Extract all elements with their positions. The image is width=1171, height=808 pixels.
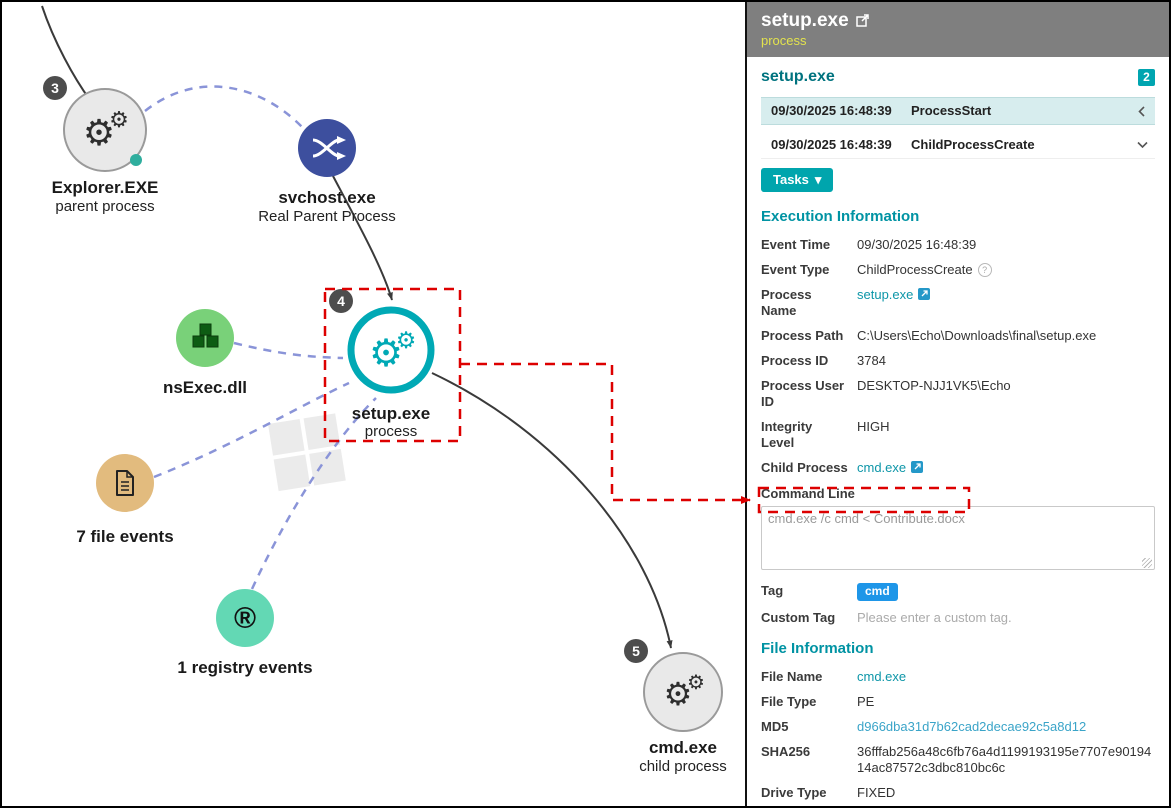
event-row-child-process-create[interactable]: 09/30/2025 16:48:39 ChildProcessCreate	[761, 132, 1155, 159]
node-svchost[interactable]	[298, 119, 356, 177]
explorer-sublabel: parent process	[55, 198, 154, 215]
execution-info-heading: Execution Information	[761, 208, 920, 225]
custom-tag-input[interactable]	[857, 610, 1155, 625]
caret-down-icon: ▾	[814, 172, 822, 187]
nsexec-label: nsExec.dll	[163, 378, 247, 397]
field-file-name: File Name cmd.exe	[761, 669, 907, 684]
field-event-type: Event Type ChildProcessCreate?	[761, 262, 1155, 278]
field-integrity-level: Integrity Level HIGH	[761, 419, 890, 450]
event-type: ChildProcessCreate	[911, 137, 1035, 152]
process-summary-row: setup.exe 2	[761, 67, 1155, 87]
field-tag: Tag cmd	[761, 583, 1155, 601]
svg-text:⚙: ⚙	[664, 676, 693, 712]
command-line-wrapper: cmd.exe /c cmd < Contribute.docx	[761, 506, 1155, 573]
command-line-label: Command Line	[761, 486, 855, 501]
field-sha256: SHA256 36fffab256a48c6fb76a4d1199193195e…	[761, 744, 1152, 775]
node-nsexec[interactable]	[176, 309, 234, 367]
process-name-link[interactable]: setup.exe	[857, 287, 914, 302]
document-icon	[116, 470, 134, 496]
field-drive-type: Drive Type FIXED	[761, 785, 896, 800]
md5-link[interactable]: d966dba31d7b62cad2decae92c5a8d12	[857, 719, 1087, 734]
cmd-label: cmd.exe	[649, 738, 717, 757]
node-explorer[interactable]: ⚙ ⚙	[63, 88, 147, 172]
svg-text:⚙: ⚙	[396, 327, 417, 353]
gears-icon: ⚙ ⚙	[83, 107, 129, 153]
tag-badge[interactable]: cmd	[857, 583, 898, 601]
edge-nsexec-to-setup	[233, 341, 344, 360]
file-info-heading: File Information	[761, 640, 874, 657]
resize-handle-icon[interactable]	[1142, 558, 1152, 568]
node-setup[interactable]: ⚙ ⚙	[347, 306, 435, 394]
panel-body: setup.exe 2 09/30/2025 16:48:39 ProcessS…	[747, 57, 1169, 801]
status-dot	[130, 154, 142, 166]
file-name-link[interactable]: cmd.exe	[857, 669, 907, 684]
field-process-name: Process Name setup.exe	[761, 287, 1155, 319]
edge-regevents-to-setup	[250, 397, 377, 590]
gears-icon: ⚙ ⚙	[664, 672, 705, 712]
setup-label: setup.exe	[352, 404, 430, 423]
svg-text:⚙: ⚙	[109, 107, 129, 132]
field-process-path: Process Path C:\Users\Echo\Downloads\fin…	[761, 328, 1097, 343]
edge-fileevents-to-setup	[153, 381, 350, 479]
panel-subtitle: process	[761, 33, 807, 48]
field-md5: MD5 d966dba31d7b62cad2decae92c5a8d12	[761, 719, 1087, 734]
cmd-sublabel: child process	[639, 758, 727, 775]
details-panel: setup.exe process setup.exe 2 09/30/2025…	[747, 2, 1169, 806]
external-link-icon[interactable]	[918, 288, 931, 304]
process-graph-canvas[interactable]: ⚙ ⚙ 3 Explorer.EXE parent process	[2, 2, 747, 806]
explorer-label: Explorer.EXE	[52, 178, 159, 197]
event-count-badge: 2	[1138, 68, 1155, 86]
svg-text:3: 3	[51, 80, 59, 96]
field-file-type: File Type PE	[761, 694, 875, 709]
field-custom-tag: Custom Tag	[761, 610, 1155, 626]
tasks-button[interactable]: Tasks ▾	[761, 168, 834, 192]
external-link-icon[interactable]	[911, 461, 924, 477]
node-cmd[interactable]: ⚙ ⚙	[643, 652, 723, 732]
field-event-time: Event Time 09/30/2025 16:48:39	[761, 237, 977, 252]
child-process-link[interactable]: cmd.exe	[857, 460, 907, 475]
chevron-left-icon[interactable]	[1135, 105, 1149, 117]
node-registry-events[interactable]: ®	[216, 589, 274, 647]
shuffle-icon	[312, 136, 346, 160]
command-line-input[interactable]: cmd.exe /c cmd < Contribute.docx	[761, 506, 1155, 570]
svchost-label: svchost.exe	[278, 188, 375, 207]
svg-text:⚙: ⚙	[687, 672, 705, 694]
node-file-events[interactable]	[96, 454, 154, 512]
svchost-sublabel: Real Parent Process	[258, 208, 396, 225]
event-time: 09/30/2025 16:48:39	[771, 103, 892, 118]
edge-offscreen-to-explorer	[41, 5, 91, 101]
edge-setup-to-cmd	[431, 372, 673, 649]
windows-logo-watermark	[268, 413, 346, 492]
field-child-process: Child Process cmd.exe	[761, 460, 1155, 477]
cubes-icon	[192, 323, 219, 348]
field-process-id: Process ID 3784	[761, 353, 886, 368]
external-link-icon[interactable]	[855, 13, 870, 30]
panel-title: setup.exe	[761, 10, 849, 31]
svg-text:⚙: ⚙	[83, 112, 115, 153]
registered-mark-icon: ®	[234, 602, 256, 635]
svg-text:5: 5	[632, 643, 640, 659]
event-type: ProcessStart	[911, 103, 992, 118]
event-time: 09/30/2025 16:48:39	[771, 137, 892, 152]
field-process-user-id: Process User ID DESKTOP-NJJ1VK5\Echo	[761, 378, 1011, 409]
process-graph-svg: ⚙ ⚙ 3 Explorer.EXE parent process	[41, 5, 727, 775]
panel-header: setup.exe process	[747, 2, 1169, 57]
setup-sublabel: process	[365, 423, 418, 440]
step-badge-3: 3	[43, 76, 67, 100]
chevron-down-icon[interactable]	[1135, 141, 1149, 149]
svg-text:4: 4	[337, 293, 345, 309]
file-events-label: 7 file events	[76, 527, 173, 546]
step-badge-4: 4	[329, 289, 353, 313]
process-summary-title: setup.exe	[761, 68, 835, 85]
event-row-process-start[interactable]: 09/30/2025 16:48:39 ProcessStart	[761, 97, 1155, 125]
edge-explorer-to-svchost	[144, 85, 303, 128]
question-circle-icon[interactable]: ?	[977, 263, 992, 277]
registry-events-label: 1 registry events	[177, 658, 312, 677]
step-badge-5: 5	[624, 639, 648, 663]
